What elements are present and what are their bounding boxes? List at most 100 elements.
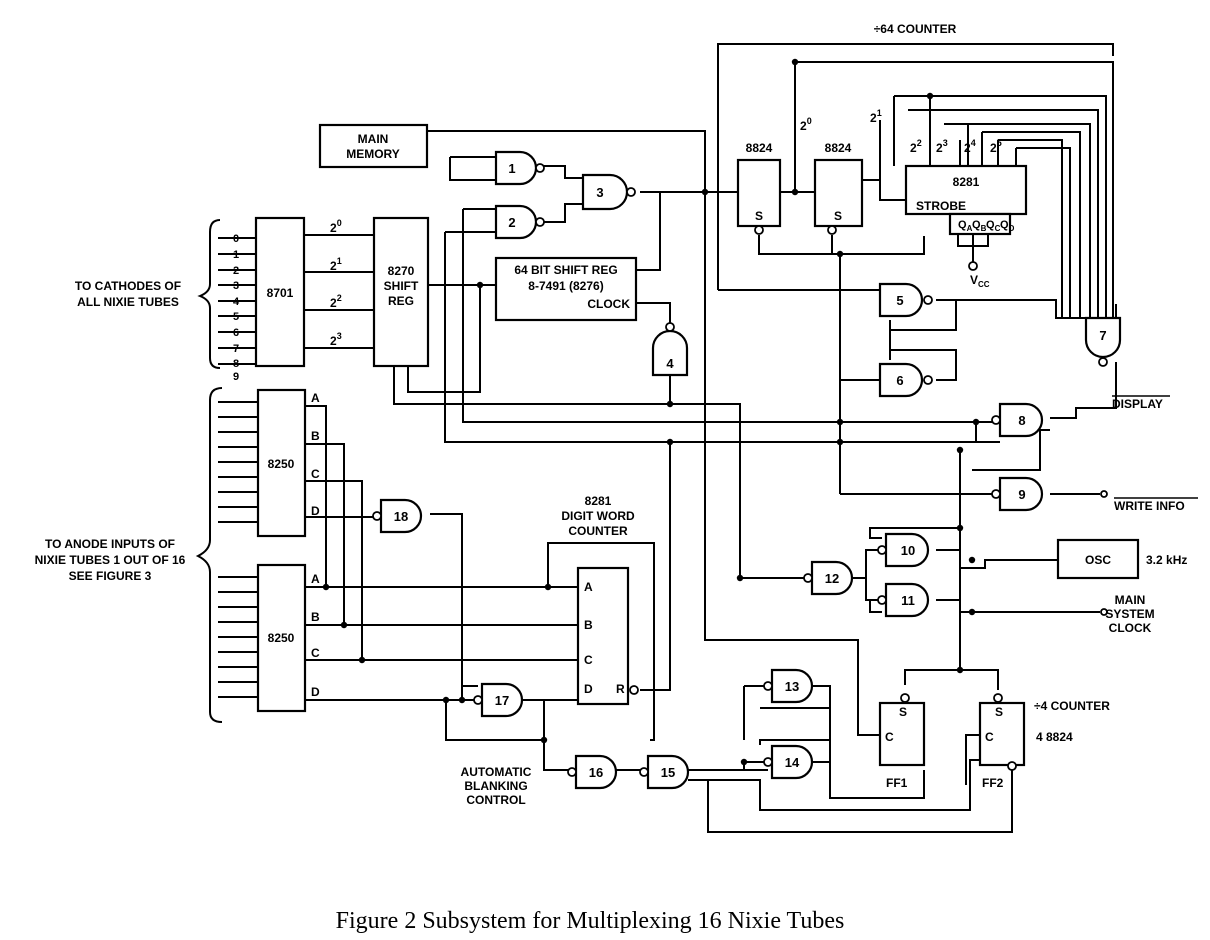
cathode-2: 2 xyxy=(233,265,239,277)
cathode-7: 7 xyxy=(233,343,239,355)
bcd-2-0: 20 xyxy=(330,218,342,235)
dec-top-a: A xyxy=(311,391,320,405)
gate-14: 14 xyxy=(763,744,814,780)
qb-label: QB xyxy=(972,219,987,233)
counter-c: C xyxy=(584,653,593,667)
anodes-label-1: TO ANODE INPUTS OF xyxy=(45,537,175,551)
shift-reg-64bit: 64 BIT SHIFT REG 8-7491 (8276) CLOCK xyxy=(494,256,638,322)
gate-6: 6 xyxy=(878,362,933,398)
gate-18: 18 xyxy=(372,498,423,534)
ff2-block: S C FF2 xyxy=(978,693,1026,790)
osc-label: OSC xyxy=(1085,553,1111,567)
cathode-8: 8 xyxy=(233,358,239,370)
main-clock-label-1: MAIN xyxy=(1115,593,1146,607)
shift-64-label-1: 64 BIT SHIFT REG xyxy=(514,263,617,277)
counter4-label: ÷4 COUNTER xyxy=(1034,699,1110,713)
gate-4-label: 4 xyxy=(666,356,674,371)
gate-11-label: 11 xyxy=(901,593,915,608)
gate-5: 5 xyxy=(878,282,933,318)
vcc-label: VCC xyxy=(970,273,990,289)
figure-caption: Figure 2 Subsystem for Multiplexing 16 N… xyxy=(336,908,845,934)
ff-8824-b: 8824 S xyxy=(813,141,864,235)
cathode-6: 6 xyxy=(233,327,239,339)
cathode-4: 4 xyxy=(233,296,240,308)
blanking-label-3: CONTROL xyxy=(466,793,525,807)
counter-d: D xyxy=(584,682,593,696)
wiring xyxy=(218,43,1117,833)
cathode-1: 1 xyxy=(233,249,239,261)
ff1-label: FF1 xyxy=(886,776,908,790)
counter-r: R xyxy=(616,682,625,696)
gate-1-label: 1 xyxy=(508,161,515,176)
main-memory-label-1: MAIN xyxy=(358,132,389,146)
osc-freq: 3.2 kHz xyxy=(1146,553,1187,567)
ff1-s: S xyxy=(899,705,907,719)
gate-9-label: 9 xyxy=(1018,487,1025,502)
gate-9: 9 xyxy=(991,476,1044,512)
counter64-label: ÷64 COUNTER xyxy=(874,22,957,36)
dec-top-d: D xyxy=(311,504,320,518)
main-clock-label-3: CLOCK xyxy=(1109,621,1152,635)
cathode-3: 3 xyxy=(233,280,239,292)
gate-15: 15 xyxy=(639,754,690,790)
gate-3: 3 xyxy=(581,173,636,211)
shift-64-label-2: 8-7491 (8276) xyxy=(528,279,603,293)
qc-label: QC xyxy=(986,219,1001,233)
decoder-8250-top: 8250 A B C D xyxy=(256,388,320,538)
gate-18-label: 18 xyxy=(394,509,408,524)
gate-4: 4 xyxy=(651,322,689,377)
qa-label: QA xyxy=(958,219,973,233)
dec-bot-a: A xyxy=(311,572,320,586)
anodes-label-3: SEE FIGURE 3 xyxy=(69,569,152,583)
gate-13: 13 xyxy=(763,668,814,704)
write-info-label: WRITE INFO xyxy=(1114,499,1185,513)
gate-12-label: 12 xyxy=(825,571,839,586)
gate-2: 2 xyxy=(494,204,545,240)
ff-8824-part-label: 4 8824 xyxy=(1036,730,1073,744)
gate-16: 16 xyxy=(567,754,618,790)
oscillator: OSC 3.2 kHz xyxy=(1056,538,1187,580)
gate-17: 17 xyxy=(473,682,524,718)
blanking-label-1: AUTOMATIC xyxy=(461,765,532,779)
ff-8824-b-s: S xyxy=(834,209,842,223)
blanking-label-2: BLANKING xyxy=(464,779,527,793)
pow-2-5: 25 xyxy=(990,138,1002,155)
pow-2-4: 24 xyxy=(964,138,976,155)
ff2-label: FF2 xyxy=(982,776,1004,790)
digit-word-counter: 8281 DIGIT WORD COUNTER A B C D R xyxy=(561,494,639,706)
chip-8701: 8701 xyxy=(254,216,306,368)
pow-2-0: 20 xyxy=(800,116,812,133)
gate-15-label: 15 xyxy=(661,765,675,780)
dec-bot-c: C xyxy=(311,646,320,660)
gate-11: 11 xyxy=(877,582,930,618)
counter-power-labels: 20 21 22 23 24 25 xyxy=(800,108,1002,155)
bcd-2-1: 21 xyxy=(330,256,342,273)
cathodes-label-2: ALL NIXIE TUBES xyxy=(77,295,179,309)
qd-label: QD xyxy=(1000,219,1015,233)
ff1-block: S C FF1 xyxy=(878,693,926,790)
cathodes-label-1: TO CATHODES OF xyxy=(75,279,181,293)
shift-reg-8270-label-2: SHIFT xyxy=(384,279,419,293)
gate-7-label: 7 xyxy=(1099,328,1106,343)
gate-8: 8 xyxy=(991,402,1044,438)
counter-8281-top-label: 8281 xyxy=(953,175,980,189)
counter-8281-top: 8281 STROBE QA QB QC QD VCC xyxy=(904,164,1028,289)
counter8281-label-2: DIGIT WORD xyxy=(561,509,635,523)
ff2-c: C xyxy=(985,730,994,744)
ff-8824-a-label: 8824 xyxy=(746,141,773,155)
decoder-8250-top-label: 8250 xyxy=(268,457,295,471)
ff-8824-a: 8824 S xyxy=(736,141,782,235)
gate-3-label: 3 xyxy=(596,185,603,200)
display-signal-label: DISPLAY xyxy=(1112,397,1163,411)
shift-reg-8270: 8270 SHIFT REG xyxy=(372,216,430,368)
dec-bot-b: B xyxy=(311,610,320,624)
shift-reg-8270-label-3: REG xyxy=(388,294,414,308)
decoder-8250-bottom-label: 8250 xyxy=(268,631,295,645)
counter8281-label-1: 8281 xyxy=(585,494,612,508)
main-clock-label-2: SYSTEM xyxy=(1105,607,1154,621)
chip-8701-label: 8701 xyxy=(267,286,294,300)
gate-6-label: 6 xyxy=(896,373,903,388)
decoder-8250-bottom: 8250 A B C D xyxy=(256,563,320,713)
counter-a: A xyxy=(584,580,593,594)
pow-2-1: 21 xyxy=(870,108,882,125)
